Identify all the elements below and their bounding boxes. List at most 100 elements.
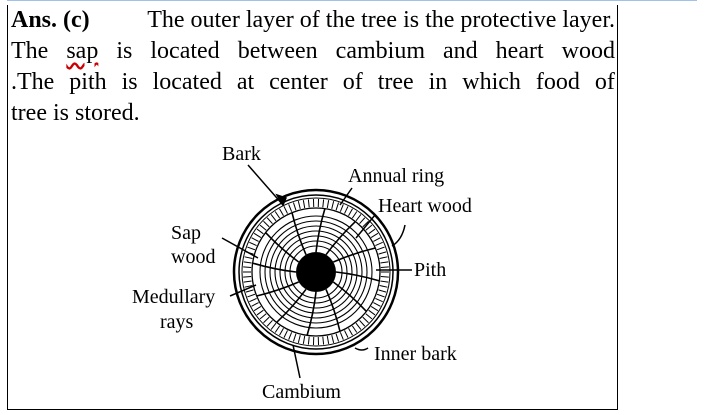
bark-tick <box>244 256 253 259</box>
bark-tick <box>359 217 366 225</box>
bark-tick <box>326 200 330 209</box>
bark-tick <box>380 261 389 264</box>
medullary-rays <box>252 208 380 336</box>
cambium-ring <box>241 197 391 347</box>
word: and <box>443 38 478 64</box>
bark-tick <box>297 201 301 210</box>
medullary-ray <box>276 288 307 324</box>
word: food <box>535 69 580 95</box>
page-top-rule <box>7 0 697 1</box>
label-rays: rays <box>160 311 194 333</box>
bark-tick <box>359 319 366 327</box>
answer-text: Ans. (c) The outer layer of the tree is … <box>11 5 615 129</box>
annual-ring-leader <box>339 187 353 206</box>
bark-tick <box>351 211 358 219</box>
bark-tick <box>362 316 369 324</box>
label-heart-wood: Heart wood <box>378 195 472 217</box>
medullary-ray <box>252 262 297 273</box>
bark-tick <box>326 335 330 344</box>
label-sap: Sap <box>171 222 201 244</box>
bark-tick <box>263 220 270 228</box>
bark-tick <box>351 325 358 333</box>
bark-tick <box>245 289 254 293</box>
bark-tick <box>339 204 344 212</box>
word: at <box>236 69 255 95</box>
bark-tick <box>266 217 273 225</box>
bark-tick <box>279 328 284 336</box>
bark-tick <box>274 211 281 219</box>
bark-tick <box>302 200 306 209</box>
bark-tick <box>307 199 310 208</box>
annual-ring <box>269 225 363 319</box>
label-inner-bark: Inner bark <box>374 343 457 365</box>
bark-tick <box>270 322 277 330</box>
annual-ring <box>279 235 353 309</box>
bark-tick <box>373 302 381 307</box>
answer-line-1: Ans. (c) The outer layer of the tree is … <box>11 5 615 36</box>
annual-ring <box>274 230 358 314</box>
bark-tick <box>362 220 369 228</box>
bark-tick <box>379 285 388 288</box>
bark-tick <box>368 228 376 235</box>
bark-tick <box>288 204 293 212</box>
word-sap: sap <box>66 38 99 64</box>
word: cambium <box>335 38 425 64</box>
sap-wood-leader <box>221 237 259 259</box>
bark-tick <box>307 336 310 345</box>
word: .The <box>11 69 55 95</box>
medullary-ray <box>325 220 356 256</box>
answer-line-3: .The pith is located at center of tree i… <box>11 67 615 98</box>
word: The <box>11 38 49 64</box>
label-pith: Pith <box>414 259 446 281</box>
bark-tick <box>283 206 288 214</box>
bark-leader <box>247 164 284 206</box>
word: is <box>121 69 138 95</box>
bark-tick <box>380 276 389 278</box>
medullary-ray <box>315 208 326 253</box>
bark-tick <box>274 325 281 333</box>
bark-tick <box>263 316 270 324</box>
bark-tick <box>243 280 252 283</box>
bark-tick <box>249 241 257 247</box>
bark-tick <box>279 208 284 216</box>
sapwood-boundary <box>251 207 381 337</box>
answer-sentence-1: The outer layer of the tree is the prote… <box>147 7 615 33</box>
bark-tick <box>251 237 259 242</box>
bark-tick <box>253 232 262 238</box>
medullary-ray <box>264 232 300 263</box>
bark-tick <box>368 309 376 316</box>
heart-wood-leader <box>355 214 376 239</box>
word: of <box>594 69 615 95</box>
bark-tick <box>380 280 389 283</box>
label-bark: Bark <box>222 143 261 165</box>
medullary-ray <box>335 271 380 282</box>
pith-center <box>296 252 336 292</box>
bark-tick <box>292 333 297 342</box>
word: pith <box>69 69 107 95</box>
bark-tick <box>379 256 388 259</box>
word: which <box>462 69 521 95</box>
bark-tick <box>283 330 288 338</box>
label-annual-ring: Annual ring <box>348 165 444 187</box>
bark-tick <box>251 302 259 307</box>
bark-tick <box>335 333 340 342</box>
heart-wood-hook <box>391 224 406 247</box>
label-wood: wood <box>171 246 215 268</box>
bark-tick <box>249 297 257 303</box>
medullary-ray <box>291 212 307 255</box>
inner-bark-ring <box>238 194 394 350</box>
bark-tick <box>365 224 373 231</box>
bark-tick <box>288 332 293 340</box>
bark-tick <box>247 246 256 251</box>
bark-tick <box>292 202 297 211</box>
bark-tick <box>243 261 252 264</box>
bark-tick <box>259 224 267 231</box>
bark-tick <box>348 328 353 336</box>
bark-tick <box>247 293 256 298</box>
bark-tick <box>344 206 349 214</box>
word: tree <box>377 69 414 95</box>
word: located <box>152 69 222 95</box>
bark-tick <box>270 214 277 222</box>
bark-tick <box>378 289 387 293</box>
